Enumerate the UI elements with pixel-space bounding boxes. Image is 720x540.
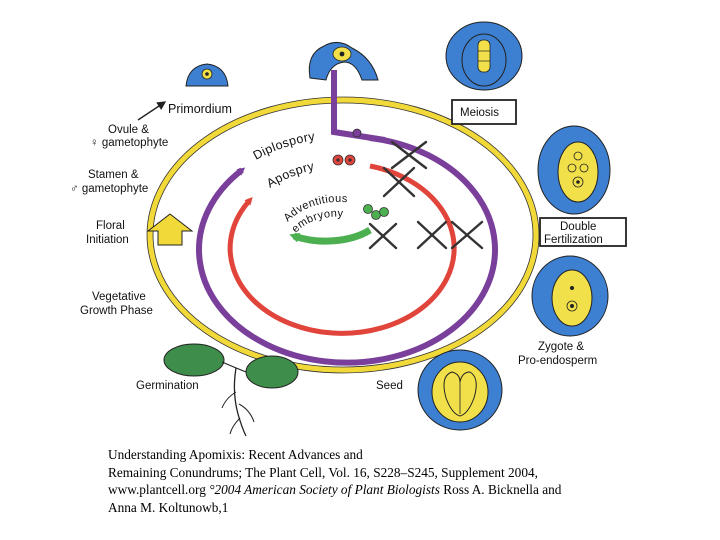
caption-line3-url: www.plantcell.org	[108, 482, 210, 497]
cross-x-icon	[368, 222, 398, 250]
zygote-label-line2: Pro-endosperm	[518, 355, 597, 367]
seedling-illustration	[163, 343, 299, 437]
caption-line2: Remaining Conundrums; The Plant Cell, Vo…	[108, 464, 538, 480]
zygote-ovule-illustration	[531, 255, 609, 337]
seed-illustration	[417, 349, 503, 431]
double-fertilization-label-line2: Fertilization	[544, 234, 603, 246]
meiosis-ovule-illustration	[445, 21, 523, 91]
stamen-label-line1: Stamen &	[88, 169, 139, 181]
seed-label: Seed	[376, 380, 403, 392]
double-fertilization-ovule-illustration	[537, 125, 611, 215]
purple-diplospory-stem	[331, 70, 386, 143]
diplospory-label: Diplospory	[251, 129, 317, 163]
floral-label-line2: Initiation	[86, 234, 129, 246]
zygote-label-line1: Zygote &	[538, 341, 584, 353]
germination-label: Germination	[136, 380, 199, 392]
double-fertilization-box	[539, 217, 627, 247]
apospory-label: Apospry	[264, 159, 316, 191]
cross-x-icon	[450, 220, 484, 250]
green-adventitious-arc	[289, 226, 372, 245]
cross-x-icon	[416, 220, 448, 250]
primordium-label: Primordium	[168, 102, 232, 116]
cross-x-icon	[382, 166, 416, 198]
primordium-illustration	[185, 63, 229, 87]
stamen-label-line2: ♂ gametophyte	[70, 183, 148, 195]
yellow-life-cycle-ring	[147, 97, 539, 373]
vegetative-label-line1: Vegetative	[92, 291, 146, 303]
caption-line4: Anna M. Koltunowb,1	[108, 499, 229, 515]
arrow-to-primordium	[137, 101, 167, 121]
caption-line3: www.plantcell.org °2004 American Society…	[108, 481, 708, 499]
ovule-label-line2: ♀ gametophyte	[90, 137, 168, 149]
ovule-illustration	[308, 42, 379, 81]
meiosis-label: Meiosis	[460, 107, 499, 119]
purple-diplospory-ring	[196, 135, 498, 366]
diplospory-cells	[352, 128, 362, 138]
vegetative-label-line2: Growth Phase	[80, 305, 153, 317]
citation-caption: Understanding Apomixis: Recent Advances …	[108, 446, 708, 516]
caption-line3-authors: Ross A. Bicknella and	[439, 482, 562, 497]
adventitious-cells	[363, 204, 389, 220]
floral-label-line1: Floral	[96, 220, 125, 232]
double-fertilization-label-line1: Double	[560, 221, 596, 233]
cross-x-icon	[390, 140, 428, 170]
ovule-label-line1: Ovule &	[108, 124, 149, 136]
upward-arrow-icon	[146, 213, 194, 246]
meiosis-box	[451, 99, 517, 125]
red-apospory-ring	[227, 163, 457, 336]
caption-line1: Understanding Apomixis: Recent Advances …	[108, 447, 363, 462]
caption-line3-copyright: °2004 American Society of Plant Biologis…	[209, 482, 440, 497]
apospory-cells	[332, 154, 356, 166]
